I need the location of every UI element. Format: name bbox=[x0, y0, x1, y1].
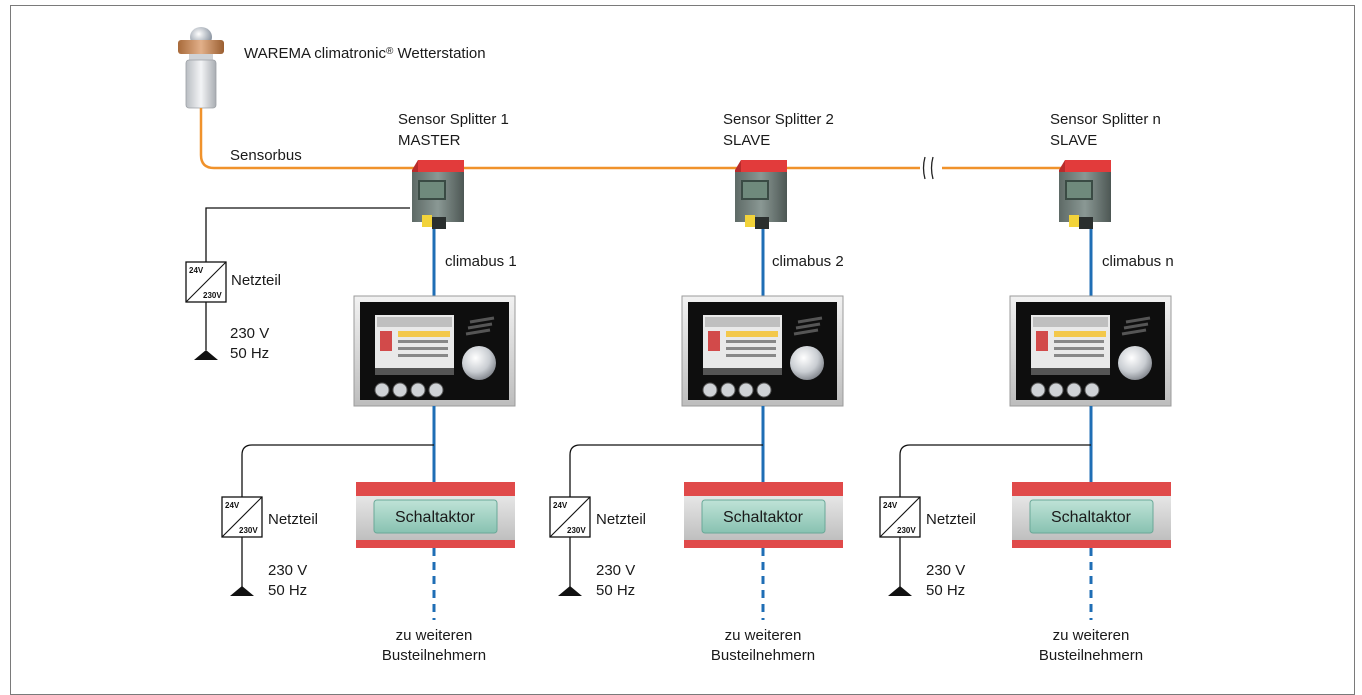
power-supply-icon: 24V 230V bbox=[879, 496, 921, 538]
mains-frequency-label: 50 Hz bbox=[230, 345, 269, 362]
mains-plug-icon bbox=[558, 586, 582, 596]
svg-text:24V: 24V bbox=[189, 266, 204, 275]
netzteil-label: Netzteil bbox=[268, 511, 318, 528]
splitter-2-role: SLAVE bbox=[723, 132, 770, 149]
sensor-splitter-2-device bbox=[735, 160, 787, 229]
climatronic-panel-2 bbox=[681, 295, 844, 407]
power-supply-icon: 24V 230V bbox=[221, 496, 263, 538]
mains-plug-icon bbox=[230, 586, 254, 596]
svg-text:230V: 230V bbox=[897, 526, 916, 535]
sensor-splitter-1-device bbox=[412, 160, 464, 229]
weather-station-icon bbox=[178, 27, 224, 109]
power-supply-icon: 24V 230V bbox=[185, 261, 227, 303]
column-1: Sensor Splitter 1 MASTER climabus 1 bbox=[241, 111, 517, 664]
more-devices-n-line1: zu weiteren bbox=[1053, 627, 1130, 644]
netzteil-label: Netzteil bbox=[596, 511, 646, 528]
mains-plug-icon bbox=[888, 586, 912, 596]
schaltaktor-1-label: Schaltaktor bbox=[395, 509, 476, 526]
actuator-n-power-wire bbox=[899, 444, 1091, 497]
power-wire-splitter bbox=[205, 207, 410, 262]
climatronic-panel-1 bbox=[353, 295, 516, 407]
mains-plug-icon bbox=[194, 350, 218, 360]
splitter-1-name: Sensor Splitter 1 bbox=[398, 111, 509, 128]
svg-text:230V: 230V bbox=[239, 526, 258, 535]
mains-voltage-label: 230 V bbox=[926, 562, 965, 579]
climabus-2-label: climabus 2 bbox=[772, 253, 844, 270]
weather-station-label: WAREMA climatronic® Wetterstation bbox=[244, 45, 486, 62]
column-2: Sensor Splitter 2 SLAVE climabus 2 bbox=[569, 111, 844, 664]
schaltaktor-n: Schaltaktor bbox=[1012, 482, 1171, 548]
mains-frequency-label: 50 Hz bbox=[926, 582, 965, 599]
sensor-splitter-n-device bbox=[1059, 160, 1111, 229]
splitter-n-name: Sensor Splitter n bbox=[1050, 111, 1161, 128]
sensorbus-label: Sensorbus bbox=[230, 147, 302, 164]
more-devices-1-line1: zu weiteren bbox=[396, 627, 473, 644]
column-3: Sensor Splitter n SLAVE climabus n bbox=[899, 111, 1174, 664]
splitter-1-role: MASTER bbox=[398, 132, 461, 149]
svg-text:24V: 24V bbox=[225, 501, 240, 510]
mains-frequency-label: 50 Hz bbox=[268, 582, 307, 599]
netzteil-label: Netzteil bbox=[926, 511, 976, 528]
schaltaktor-2: Schaltaktor bbox=[684, 482, 843, 548]
mains-voltage-label: 230 V bbox=[230, 325, 269, 342]
actuator-2-power-wire bbox=[569, 444, 763, 497]
mains-frequency-label: 50 Hz bbox=[596, 582, 635, 599]
climabus-1-label: climabus 1 bbox=[445, 253, 517, 270]
schaltaktor-n-label: Schaltaktor bbox=[1051, 509, 1132, 526]
svg-text:24V: 24V bbox=[553, 501, 568, 510]
splitter-n-role: SLAVE bbox=[1050, 132, 1097, 149]
netzteil-label: Netzteil bbox=[231, 272, 281, 289]
mains-voltage-label: 230 V bbox=[268, 562, 307, 579]
line-break-icon bbox=[922, 156, 934, 180]
mains-voltage-label: 230 V bbox=[596, 562, 635, 579]
power-supply-icon: 24V 230V bbox=[549, 496, 591, 538]
svg-text:230V: 230V bbox=[567, 526, 586, 535]
more-devices-1-line2: Busteilnehmern bbox=[382, 647, 486, 664]
schaltaktor-1: Schaltaktor bbox=[356, 482, 515, 548]
sensorbus-line bbox=[199, 108, 1086, 170]
more-devices-2-line2: Busteilnehmern bbox=[711, 647, 815, 664]
svg-text:230V: 230V bbox=[203, 291, 222, 300]
climabus-n-label: climabus n bbox=[1102, 253, 1174, 270]
svg-text:24V: 24V bbox=[883, 501, 898, 510]
more-devices-n-line2: Busteilnehmern bbox=[1039, 647, 1143, 664]
actuator-1-power-wire bbox=[241, 444, 434, 497]
more-devices-2-line1: zu weiteren bbox=[725, 627, 802, 644]
schaltaktor-2-label: Schaltaktor bbox=[723, 509, 804, 526]
climatronic-panel-n bbox=[1009, 295, 1172, 407]
splitter-2-name: Sensor Splitter 2 bbox=[723, 111, 834, 128]
